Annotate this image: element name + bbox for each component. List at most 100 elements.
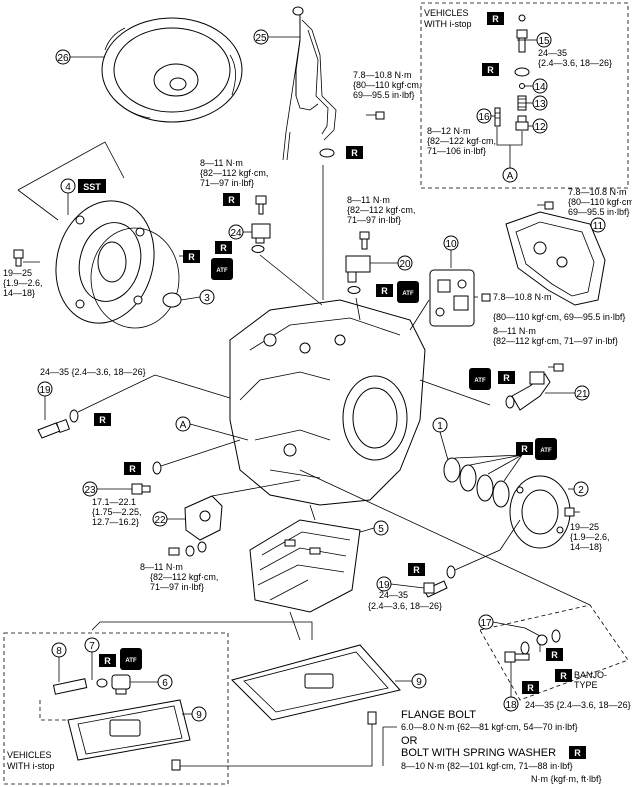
torque-24-2: {82—112 kgf·cm, bbox=[200, 168, 268, 178]
callout-6 bbox=[157, 674, 173, 690]
bolt bbox=[359, 231, 370, 250]
svg-text:SST: SST bbox=[83, 182, 101, 192]
callout-21 bbox=[574, 385, 590, 401]
part-10-solenoid bbox=[429, 269, 475, 327]
circle-a-marker bbox=[502, 167, 518, 183]
transmission-case bbox=[229, 299, 426, 506]
r-badge: R bbox=[487, 12, 504, 25]
torque-23-3: 12.7—16.2} bbox=[92, 517, 139, 527]
o-ring bbox=[446, 565, 456, 579]
svg-text:12: 12 bbox=[534, 122, 546, 133]
r-badge: R bbox=[215, 241, 232, 254]
torque-18: 24—35 {2.4—3.6, 18—26} bbox=[525, 700, 631, 710]
svg-text:R: R bbox=[228, 195, 235, 205]
part-20-sensor bbox=[345, 255, 371, 283]
r-badge: R bbox=[183, 250, 200, 263]
svg-text:R: R bbox=[487, 65, 494, 75]
svg-text:5: 5 bbox=[378, 524, 384, 535]
r-badge: R bbox=[223, 193, 240, 206]
plug-12 bbox=[515, 115, 529, 131]
bolt bbox=[564, 507, 580, 517]
torque-12-2: {82—122 kgf·cm, bbox=[427, 136, 496, 146]
bolt bbox=[255, 195, 267, 215]
svg-text:R: R bbox=[381, 286, 388, 296]
callout-9 bbox=[191, 706, 207, 722]
svg-text:11: 11 bbox=[593, 221, 604, 232]
svg-text:22: 22 bbox=[154, 515, 166, 526]
r-badge: R bbox=[546, 648, 563, 661]
r-badge: R bbox=[408, 563, 425, 576]
svg-text:19: 19 bbox=[39, 385, 51, 396]
part-2-cover bbox=[509, 475, 571, 549]
svg-text:R: R bbox=[188, 252, 195, 262]
svg-text:26: 26 bbox=[57, 53, 69, 64]
torque-10a-1: 7.8—10.8 N·m bbox=[493, 292, 552, 302]
spring-13 bbox=[517, 95, 527, 111]
torque-11-1: 7.8—10.8 N·m bbox=[568, 187, 627, 197]
torque-4-3: 14—18} bbox=[3, 288, 35, 298]
o-ring-small bbox=[518, 14, 526, 22]
torque-12-1: 8—12 N·m bbox=[427, 126, 471, 136]
callout-3 bbox=[199, 289, 215, 305]
svg-text:16: 16 bbox=[478, 112, 490, 123]
torque-23-1: 17.1—22.1 bbox=[92, 497, 136, 507]
dashed-line bbox=[39, 700, 68, 721]
units-note: N·m {kgf·m, ft·lbf} bbox=[531, 774, 602, 784]
flange-bolt-torque: 6.0—8.0 N·m {62—81 kgf·cm, 54—70 in·lbf} bbox=[401, 722, 578, 732]
svg-text:3: 3 bbox=[204, 293, 210, 304]
bolt bbox=[537, 201, 554, 210]
callout-11 bbox=[590, 217, 606, 233]
part-22-switch bbox=[184, 495, 223, 541]
atf-can: ATF bbox=[120, 648, 142, 670]
bolt bbox=[366, 111, 385, 120]
spring-bolt-label: BOLT WITH SPRING WASHER bbox=[401, 747, 556, 759]
bolt bbox=[474, 293, 491, 302]
torque-20-2: {82—112 kgf·cm, bbox=[347, 205, 415, 215]
part-19-fitting bbox=[423, 580, 448, 598]
svg-text:R: R bbox=[104, 656, 111, 666]
torque-24-3: 71—97 in·lbf} bbox=[200, 178, 254, 188]
callout-20 bbox=[397, 255, 413, 271]
svg-text:19: 19 bbox=[378, 580, 390, 591]
atf-can: ATF bbox=[535, 438, 557, 460]
bolt bbox=[504, 651, 530, 663]
torque-15-1: 24—35 bbox=[538, 48, 567, 58]
r-badge: R bbox=[522, 681, 539, 694]
torque-2-3: 14—18} bbox=[570, 542, 602, 552]
svg-text:23: 23 bbox=[84, 485, 96, 496]
istop-bottom-label-1: VEHICLES bbox=[7, 750, 52, 760]
torque-25-2: {80—110 kgf·cm, bbox=[353, 80, 421, 90]
part-8-tube bbox=[52, 678, 88, 695]
torque-20-1: 8—11 N·m bbox=[347, 195, 390, 205]
svg-text:20: 20 bbox=[399, 259, 411, 270]
torque-10b-2: {82—112 kgf·cm, 71—97 in·lbf} bbox=[493, 336, 618, 346]
r-badge: R bbox=[482, 63, 499, 76]
atf-can: ATF bbox=[397, 281, 419, 303]
svg-text:2: 2 bbox=[578, 485, 584, 496]
svg-text:R: R bbox=[503, 373, 510, 383]
bolt bbox=[168, 547, 180, 556]
svg-text:R: R bbox=[521, 444, 528, 454]
svg-text:1: 1 bbox=[437, 421, 443, 432]
part-17-banjo bbox=[524, 627, 561, 652]
o-ring bbox=[96, 678, 108, 688]
torque-19b-1: 24—35 bbox=[379, 590, 408, 600]
r-badge: R bbox=[498, 371, 515, 384]
torque-11-3: 69—95.5 in·lbf} bbox=[568, 207, 630, 217]
part-25-dipstick bbox=[282, 6, 337, 161]
svg-text:R: R bbox=[551, 650, 558, 660]
svg-text:R: R bbox=[220, 243, 227, 253]
svg-text:ATF: ATF bbox=[216, 268, 228, 274]
torque-2-1: 19—25 bbox=[570, 522, 599, 532]
part-15-fitting bbox=[516, 29, 528, 53]
torque-2-2: {1.9—2.6, bbox=[570, 532, 610, 542]
svg-text:R: R bbox=[129, 464, 136, 474]
svg-text:10: 10 bbox=[445, 239, 457, 250]
torque-19b-2: {2.4—3.6, 18—26} bbox=[368, 601, 442, 611]
callout-12 bbox=[532, 118, 548, 134]
o-ring-23 bbox=[152, 461, 162, 475]
o-ring-3 bbox=[162, 292, 182, 308]
callout-15 bbox=[536, 32, 552, 48]
torque-10b-1: 8—11 N·m bbox=[493, 326, 536, 336]
svg-text:21: 21 bbox=[576, 389, 588, 400]
